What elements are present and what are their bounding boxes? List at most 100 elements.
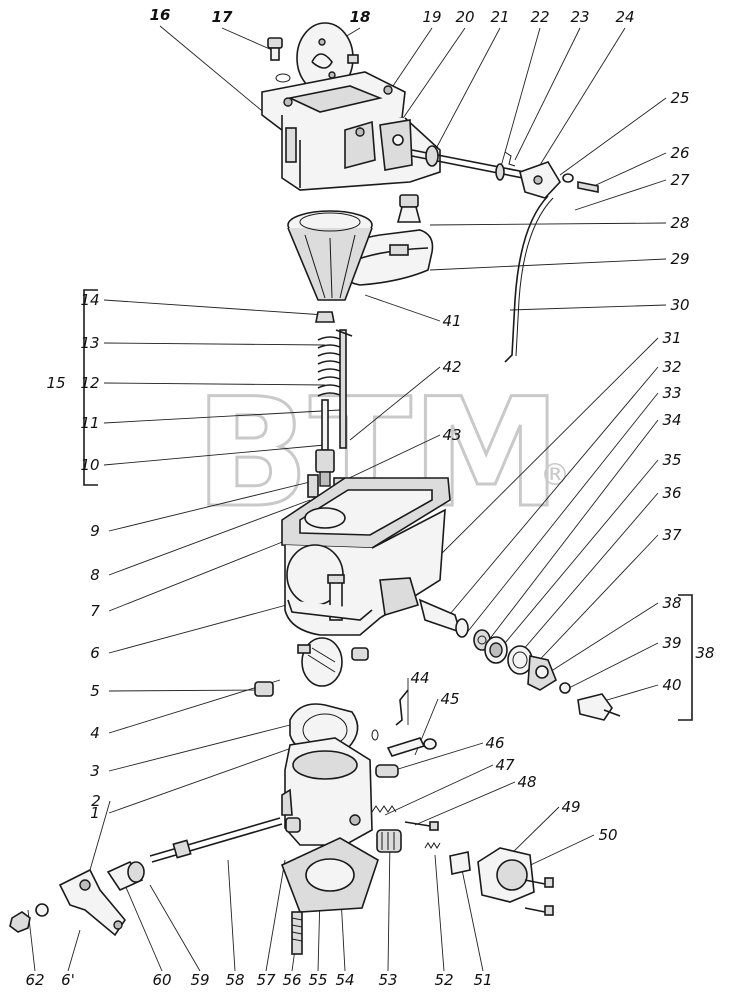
leader-line-38 — [544, 602, 659, 676]
leader-line-8 — [108, 499, 311, 576]
part-label-27: 27 — [670, 171, 690, 189]
part-screw-53 — [376, 829, 402, 853]
leader-line-7 — [108, 534, 301, 612]
part-label-24: 24 — [615, 8, 634, 26]
part-label-23: 23 — [570, 8, 589, 26]
part-label-5: 5 — [90, 682, 100, 700]
part-label-31: 31 — [662, 329, 681, 347]
part-label-7: 7 — [90, 602, 100, 620]
leader-line-51 — [459, 859, 484, 972]
part-mixing-chamber-1 — [281, 737, 373, 846]
part-label-46: 46 — [485, 734, 504, 752]
watermark-registered-mark: ® — [540, 458, 570, 493]
part-float-chamber-7 — [284, 508, 446, 636]
part-label-41: 41 — [442, 312, 461, 330]
part-label-35: 35 — [662, 451, 681, 469]
part-union-40 — [577, 693, 621, 721]
part-label-10: 10 — [80, 456, 99, 474]
part-stud-56 — [291, 911, 303, 955]
part-air-damper-18 — [296, 22, 359, 94]
leader-line-29 — [429, 258, 667, 271]
part-screw-48 — [404, 821, 439, 831]
leader-lines — [27, 25, 667, 972]
part-label-18: 18 — [350, 8, 371, 26]
leader-line-11 — [103, 409, 341, 424]
part-label-26: 26 — [670, 144, 689, 162]
part-label-49: 49 — [561, 798, 580, 816]
part-label-3: 3 — [90, 762, 100, 780]
part-label-37: 37 — [662, 526, 682, 544]
leader-line-37 — [529, 534, 659, 671]
leader-line-3 — [108, 724, 291, 772]
part-label-13: 13 — [80, 334, 99, 352]
part-label-15: 15 — [46, 374, 65, 392]
part-label-14: 14 — [80, 291, 99, 309]
part-bushing-5a — [254, 681, 274, 697]
part-label-52: 52 — [434, 971, 453, 989]
part-label-30: 30 — [670, 296, 689, 314]
part-label-54: 54 — [335, 971, 354, 989]
leader-line-14 — [103, 299, 326, 316]
part-fitting-31 — [418, 598, 469, 638]
leader-line-50 — [519, 834, 595, 871]
leader-line-22 — [499, 27, 541, 171]
leader-line-35 — [494, 459, 659, 656]
part-label-6: 6' — [61, 971, 75, 989]
leader-line-12 — [103, 382, 326, 386]
part-spring-12 — [317, 329, 353, 449]
leader-line-58 — [227, 859, 236, 972]
part-link-45 — [371, 729, 437, 757]
leader-line-24 — [539, 27, 626, 166]
part-flange-gasket-54 — [280, 837, 379, 913]
part-carburetor-cover — [261, 71, 441, 191]
part-plug-37 — [527, 655, 557, 691]
part-label-6: 6 — [90, 644, 100, 662]
bracket-group-38 — [678, 594, 693, 721]
leader-line-36 — [509, 492, 659, 666]
part-spring-52 — [424, 842, 441, 849]
leader-line-34 — [484, 419, 659, 646]
part-nut-62 — [9, 911, 31, 933]
part-cap-14 — [315, 311, 335, 323]
leader-line-1 — [108, 744, 301, 814]
leader-line-27 — [574, 179, 667, 211]
part-label-44: 44 — [410, 669, 429, 687]
part-label-62: 62 — [25, 971, 44, 989]
part-sleeve-46 — [375, 764, 399, 778]
part-plunger-42 — [315, 399, 335, 487]
leader-line-26 — [584, 152, 667, 191]
leader-line-5 — [108, 689, 261, 692]
part-label-51: 51 — [473, 971, 492, 989]
part-gasket-8 — [281, 477, 451, 549]
part-label-8: 8 — [90, 566, 100, 584]
leader-line-32 — [444, 366, 659, 621]
part-lever-60 — [58, 868, 126, 937]
part-label-42: 42 — [442, 358, 461, 376]
leader-line-20 — [394, 27, 466, 131]
part-label-19: 19 — [422, 8, 441, 26]
part-label-16: 16 — [150, 6, 171, 24]
part-label-21: 21 — [490, 8, 509, 26]
part-label-38: 38 — [695, 644, 714, 662]
leader-line-52 — [434, 854, 445, 972]
part-label-53: 53 — [378, 971, 397, 989]
part-label-43: 43 — [442, 426, 461, 444]
part-label-40: 40 — [662, 676, 681, 694]
leader-line-47 — [384, 764, 494, 816]
part-label-22: 22 — [530, 8, 549, 26]
leader-line-23 — [514, 27, 581, 161]
leader-line-46 — [394, 742, 484, 771]
part-bushing-59 — [106, 860, 145, 892]
part-valve-51 — [449, 851, 471, 875]
part-label-34: 34 — [662, 411, 681, 429]
part-filter-35 — [484, 636, 508, 664]
part-throttle-shaft-21 — [411, 145, 541, 182]
part-label-38: 38 — [662, 594, 681, 612]
leader-line-30 — [509, 304, 667, 311]
leader-line-33 — [464, 392, 659, 636]
leader-line-39 — [564, 642, 659, 691]
part-spring-47 — [371, 805, 397, 813]
